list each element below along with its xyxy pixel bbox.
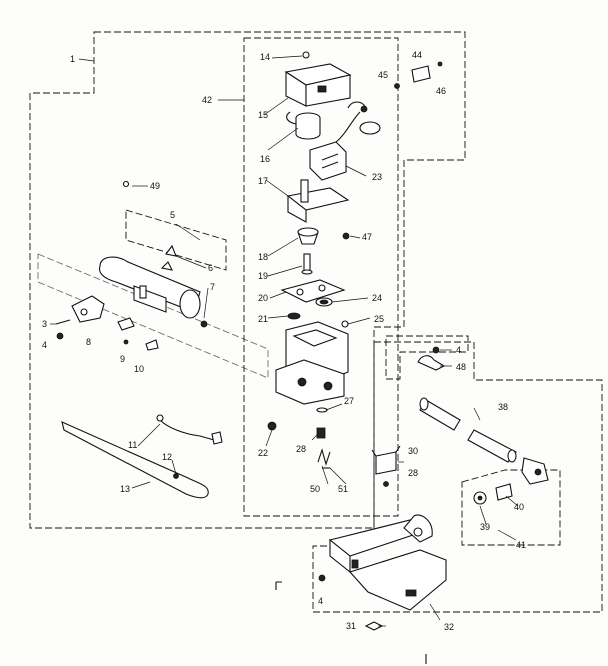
valve-body xyxy=(275,321,349,405)
fitting-40 xyxy=(495,483,513,501)
callout-10: 10 xyxy=(134,364,144,374)
wire-11 xyxy=(156,414,223,445)
screw-3 xyxy=(55,319,71,325)
pipe-38 xyxy=(419,397,517,463)
callout-28-center: 28 xyxy=(296,444,306,454)
screw-14 xyxy=(302,51,310,59)
screw-47 xyxy=(342,232,350,240)
callout-31: 31 xyxy=(346,621,356,631)
clip-48 xyxy=(417,346,446,371)
washer-27 xyxy=(316,407,328,413)
callout-9: 9 xyxy=(120,354,125,364)
switch-46 xyxy=(411,61,443,83)
callout-18: 18 xyxy=(258,252,268,262)
callout-labels: 1 42 14 15 16 17 18 19 20 21 23 24 25 47… xyxy=(42,50,526,632)
callout-8: 8 xyxy=(86,337,91,347)
fitting-39 xyxy=(473,491,487,505)
screw-45 xyxy=(394,83,400,89)
bracket-30 xyxy=(371,445,401,475)
clip-6 xyxy=(160,244,177,271)
plunger-19 xyxy=(301,253,313,275)
callout-46: 46 xyxy=(436,86,446,96)
screw-28-right xyxy=(383,481,389,487)
callout-17: 17 xyxy=(258,176,268,186)
callout-45: 45 xyxy=(378,70,388,80)
solenoid-23 xyxy=(309,101,381,181)
bracket-17 xyxy=(286,179,350,223)
screw-31 xyxy=(364,621,384,631)
callout-38: 38 xyxy=(498,402,508,412)
callout-28-right: 28 xyxy=(408,468,418,478)
callout-14: 14 xyxy=(260,52,270,62)
callout-40: 40 xyxy=(514,502,524,512)
part-10 xyxy=(145,339,159,351)
callout-6: 6 xyxy=(208,263,213,273)
base-bracket-32 xyxy=(328,514,447,611)
callout-47: 47 xyxy=(362,232,372,242)
callout-1: 1 xyxy=(70,54,75,64)
callout-30: 30 xyxy=(408,446,418,456)
callout-13: 13 xyxy=(120,484,130,494)
coil-16 xyxy=(286,111,321,140)
screw-22 xyxy=(267,421,277,431)
plate-20 xyxy=(280,279,346,303)
callout-4-left: 4 xyxy=(42,340,47,350)
leader-lines xyxy=(50,55,519,627)
bracket-5 xyxy=(125,209,227,271)
tube-13 xyxy=(61,421,209,499)
callout-4-bottom: 4 xyxy=(318,596,323,606)
callout-44: 44 xyxy=(412,50,422,60)
igniter-bracket-8 xyxy=(71,295,105,323)
callout-27: 27 xyxy=(344,396,354,406)
nut-4-left xyxy=(56,332,64,340)
screw-12 xyxy=(173,473,179,479)
callout-50: 50 xyxy=(310,484,320,494)
callout-51: 51 xyxy=(338,484,348,494)
callout-23: 23 xyxy=(372,172,382,182)
nut-4-bottom xyxy=(318,574,326,582)
callout-7: 7 xyxy=(210,282,215,292)
screw-49 xyxy=(122,180,130,188)
callout-25: 25 xyxy=(374,314,384,324)
callout-11: 11 xyxy=(128,440,137,450)
screw-25 xyxy=(341,320,349,328)
callout-15: 15 xyxy=(258,110,268,120)
callout-41: 41 xyxy=(516,540,526,550)
callout-42: 42 xyxy=(202,95,212,105)
callout-39: 39 xyxy=(480,522,490,532)
callout-4-right: 4 xyxy=(456,345,461,355)
seal-24 xyxy=(315,297,333,307)
nut-7 xyxy=(200,320,208,328)
callout-12: 12 xyxy=(162,452,172,462)
fitting-28 xyxy=(316,427,326,439)
diaphragm-18 xyxy=(297,227,319,245)
callout-3: 3 xyxy=(42,319,47,329)
callout-24: 24 xyxy=(372,293,382,303)
burner-tube xyxy=(98,256,201,319)
callout-20: 20 xyxy=(258,293,268,303)
callout-22: 22 xyxy=(258,448,268,458)
callout-21: 21 xyxy=(258,314,268,324)
callout-32: 32 xyxy=(444,622,454,632)
part-9 xyxy=(117,317,135,345)
spring-clip-50 xyxy=(317,448,331,469)
callout-16: 16 xyxy=(260,154,270,164)
seal-21 xyxy=(287,312,301,320)
callout-5: 5 xyxy=(170,210,175,220)
cover-15 xyxy=(284,63,352,107)
callout-48: 48 xyxy=(456,362,466,372)
elbow-fitting xyxy=(521,457,549,485)
corner-mark xyxy=(275,581,282,590)
callout-19: 19 xyxy=(258,271,268,281)
callout-49: 49 xyxy=(150,181,160,191)
